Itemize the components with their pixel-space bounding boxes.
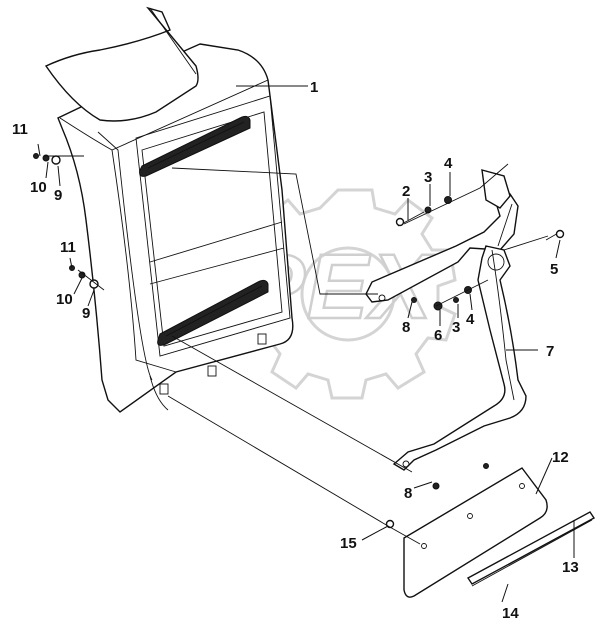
callout-5: 5 (550, 261, 558, 278)
callout-10-upper: 10 (30, 179, 47, 196)
retaining-strip (466, 511, 596, 587)
fender-bracket (365, 169, 527, 471)
callout-11-lower: 11 (60, 239, 76, 256)
callout-9-lower: 9 (82, 305, 90, 322)
callout-11-upper: 11 (12, 121, 28, 138)
callout-labels: 1 2 3 4 5 6 3 4 7 8 8 9 10 11 9 10 11 12… (12, 79, 579, 622)
callout-6: 6 (434, 327, 442, 344)
callout-2: 2 (402, 183, 410, 200)
callout-4-lower: 4 (466, 311, 475, 328)
callout-1: 1 (310, 79, 318, 96)
callout-13: 13 (562, 559, 579, 576)
callout-14: 14 (502, 605, 519, 622)
fender-panel (44, 6, 294, 413)
callout-3-upper: 3 (424, 169, 432, 186)
callout-9-upper: 9 (54, 187, 62, 204)
mud-flap (403, 467, 548, 598)
callout-7: 7 (546, 343, 554, 360)
callout-4-upper: 4 (444, 155, 453, 172)
callout-leaders (37, 85, 575, 603)
callout-3-lower: 3 (452, 319, 460, 336)
callout-8-upper: 8 (402, 319, 410, 336)
callout-12: 12 (552, 449, 569, 466)
callout-15: 15 (340, 535, 357, 552)
callout-8-lower: 8 (404, 485, 412, 502)
callout-10-lower: 10 (56, 291, 73, 308)
